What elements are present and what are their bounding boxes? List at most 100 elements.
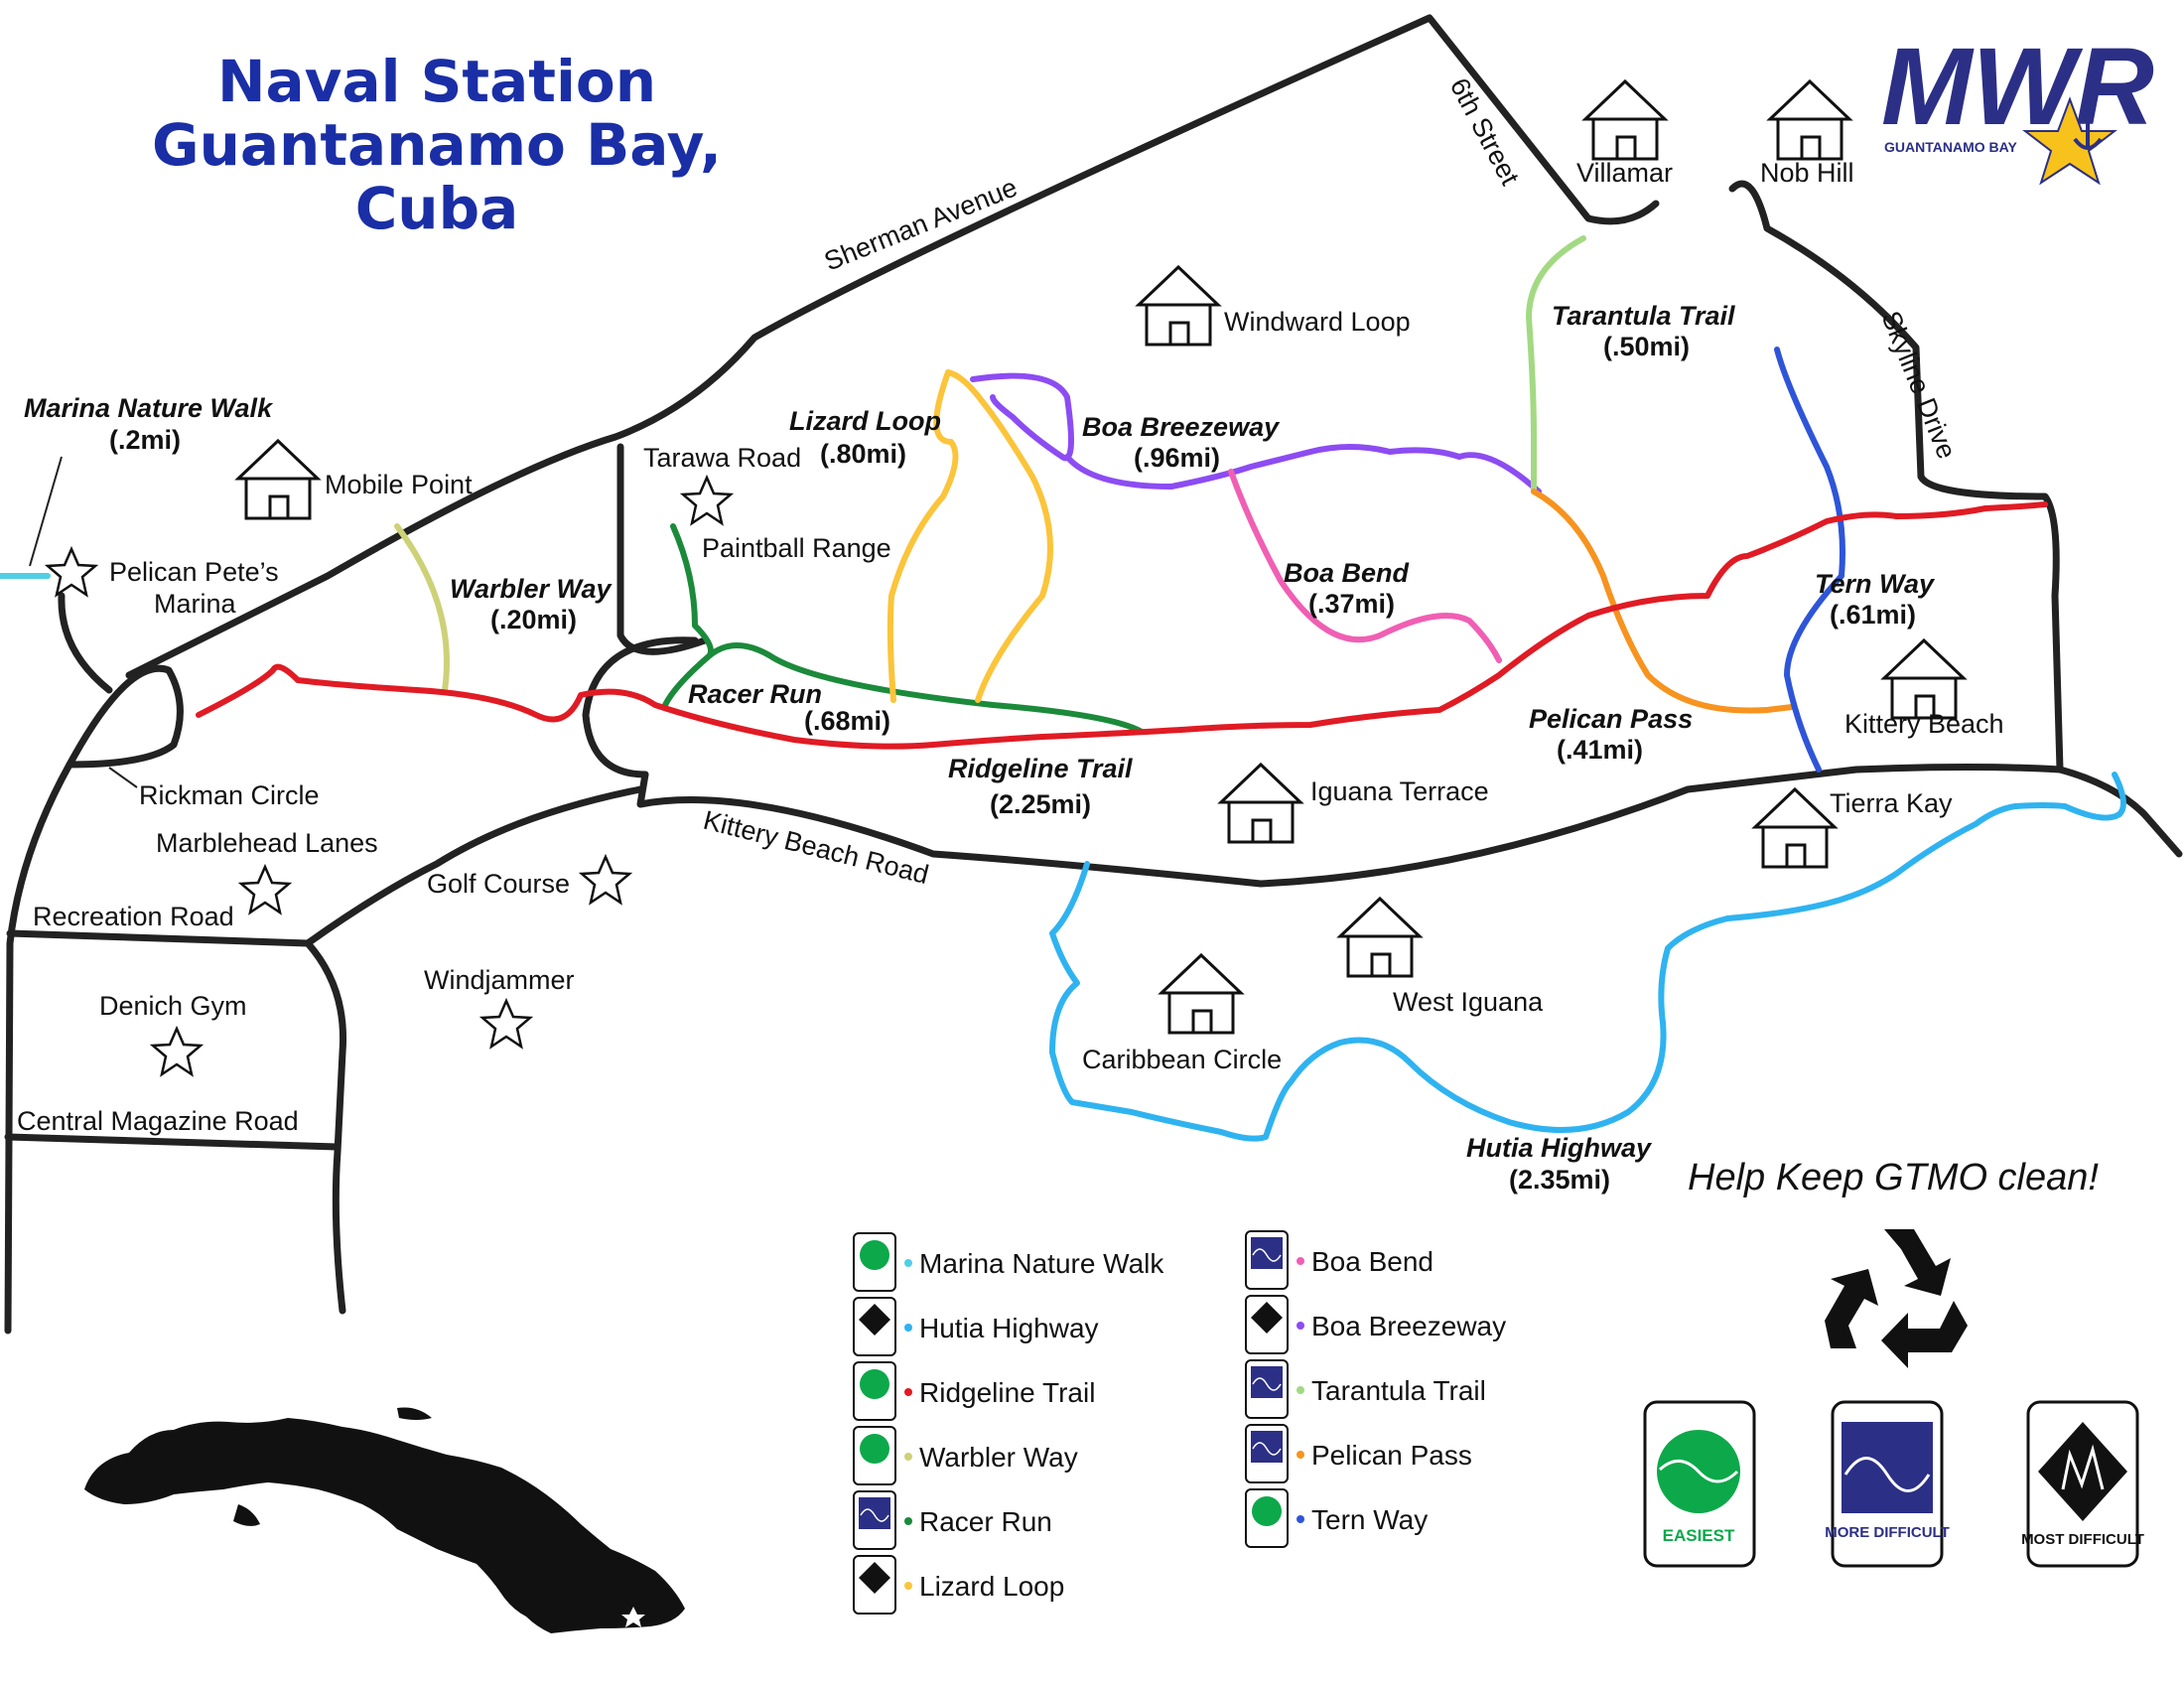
difficulty-label-more: MORE DIFFICULT	[1825, 1524, 1950, 1541]
trail-line-tarantula	[1526, 235, 1586, 494]
place-windjammer[interactable]: Windjammer	[424, 965, 575, 1049]
legend-swatch	[904, 1324, 912, 1332]
place-pelican-petes[interactable]: Pelican Pete’s Marina	[46, 547, 279, 619]
trail-line-warbler	[394, 523, 450, 693]
road-pelican-petes	[58, 592, 113, 694]
legend-label: Racer Run	[919, 1506, 1052, 1537]
house-icon	[1160, 953, 1243, 1035]
place-paintball-range[interactable]: Paintball Range	[681, 476, 891, 563]
legend-label: Boa Breezeway	[1311, 1311, 1506, 1341]
road-nob-hill	[1728, 180, 2064, 774]
housing-caribbean-circle[interactable]: Caribbean Circle	[1082, 953, 1282, 1074]
legend-item-boabend[interactable]: Boa Bend	[1245, 1230, 1433, 1290]
trail-label-marina[interactable]: Marina Nature Walk (.2mi)	[24, 393, 274, 567]
trail-line-pelican	[1531, 489, 1795, 714]
trail-line-racer	[670, 523, 1145, 735]
legend-swatch	[904, 1388, 912, 1396]
legend-swatch	[1297, 1451, 1304, 1459]
legend-item-ridgeline[interactable]: Ridgeline Trail	[853, 1361, 1095, 1421]
difficulty-legend: EASIEST MORE DIFFICULT MOST DIFFICULT	[1643, 1400, 2144, 1568]
legend-difficulty-badge	[853, 1232, 896, 1292]
place-golf-course[interactable]: Golf Course	[427, 855, 631, 905]
easiest-icon	[1252, 1496, 1282, 1526]
housing-kittery-beach[interactable]: Kittery Beach	[1844, 638, 2004, 739]
place-marblehead-lanes[interactable]: Marblehead Lanes	[156, 828, 378, 914]
legend-difficulty-badge	[1245, 1488, 1289, 1548]
legend-label: Marina Nature Walk	[919, 1248, 1164, 1279]
trail-length: (.41mi)	[1557, 735, 1643, 765]
trail-label-pointer	[29, 456, 63, 567]
trail-label-warbler[interactable]: Warbler Way (.20mi)	[450, 574, 614, 634]
trail-label-tarantula[interactable]: Tarantula Trail (.50mi)	[1552, 301, 1735, 361]
housing-label-villamar: Villamar	[1576, 158, 1673, 188]
trail-name: Warbler Way	[450, 574, 614, 604]
road-label-rickman-circle: Rickman Circle	[139, 780, 320, 810]
road-recreation	[6, 785, 644, 947]
trail-name: Pelican Pass	[1529, 704, 1693, 734]
road-label-central-magazine: Central Magazine Road	[17, 1106, 299, 1136]
legend-difficulty-badge	[1245, 1424, 1289, 1483]
trail-label-racer[interactable]: Racer Run (.68mi)	[688, 679, 890, 736]
recycle-icon	[1825, 1229, 1968, 1368]
legend-item-tern[interactable]: Tern Way	[1245, 1488, 1428, 1548]
housing-iguana-terrace[interactable]: Iguana Terrace	[1219, 763, 1489, 844]
trail-length: (.80mi)	[820, 439, 906, 469]
page-title: Naval Station Guantanamo Bay, Cuba	[89, 50, 784, 240]
place-label-pelican-petes-2: Marina	[154, 589, 237, 619]
legend-item-marina[interactable]: Marina Nature Walk	[853, 1232, 1164, 1292]
trail-label-boabreeze[interactable]: Boa Breezeway (.96mi)	[1082, 412, 1281, 473]
house-icon	[1882, 638, 1966, 720]
housing-nob-hill[interactable]: Nob Hill	[1760, 79, 1854, 188]
housing-villamar[interactable]: Villamar	[1576, 79, 1673, 188]
difficulty-easiest: EASIEST	[1643, 1400, 1756, 1568]
trail-label-hutia[interactable]: Hutia Highway (2.35mi)	[1466, 1133, 1653, 1195]
more-difficult-icon	[1251, 1366, 1283, 1398]
legend-swatch	[1297, 1257, 1304, 1265]
legend-item-racer[interactable]: Racer Run	[853, 1490, 1052, 1550]
more-difficult-icon	[1842, 1422, 1933, 1513]
housing-label-mobile-point: Mobile Point	[325, 470, 473, 499]
legend-difficulty-badge	[853, 1426, 896, 1485]
house-icon	[236, 439, 320, 520]
housing-label-iguana-terrace: Iguana Terrace	[1310, 776, 1489, 806]
road-loop-west	[582, 636, 699, 778]
star-icon	[239, 865, 291, 914]
most-difficult-icon	[2038, 1422, 2127, 1521]
trail-label-lizard[interactable]: Lizard Loop (.80mi)	[789, 406, 941, 469]
trail-label-boabend[interactable]: Boa Bend (.37mi)	[1284, 558, 1410, 619]
trail-label-ridgeline[interactable]: Ridgeline Trail (2.25mi)	[948, 754, 1133, 819]
housing-mobile-point[interactable]: Mobile Point	[236, 439, 473, 520]
more-difficult-icon	[1251, 1237, 1283, 1269]
trail-label-tern[interactable]: Tern Way (.61mi)	[1815, 569, 1936, 630]
trail-line-boabend	[1228, 469, 1502, 663]
housing-label-windward-loop: Windward Loop	[1224, 307, 1411, 337]
housing-windward-loop[interactable]: Windward Loop	[1137, 265, 1411, 347]
legend-label: Warbler Way	[919, 1442, 1078, 1473]
housing-label-west-iguana: West Iguana	[1393, 987, 1544, 1017]
legend-item-tarantula[interactable]: Tarantula Trail	[1245, 1359, 1486, 1419]
housing-tierra-kay[interactable]: Tierra Kay	[1753, 787, 1953, 869]
trail-length: (.50mi)	[1603, 332, 1690, 361]
place-denich-gym[interactable]: Denich Gym	[99, 991, 247, 1076]
trail-line-tern	[1774, 347, 1845, 773]
trail-length: (2.35mi)	[1509, 1165, 1610, 1195]
trail-line-ridgeline	[196, 501, 2048, 750]
legend-difficulty-badge	[853, 1555, 896, 1615]
easiest-icon	[860, 1240, 889, 1270]
legend-item-hutia[interactable]: Hutia Highway	[853, 1297, 1099, 1356]
difficulty-more: MORE DIFFICULT	[1825, 1400, 1950, 1568]
legend-item-boabreeze[interactable]: Boa Breezeway	[1245, 1295, 1506, 1354]
legend-item-lizard[interactable]: Lizard Loop	[853, 1555, 1064, 1615]
legend-item-pelican[interactable]: Pelican Pass	[1245, 1424, 1472, 1483]
housing-label-kittery-beach: Kittery Beach	[1844, 709, 2004, 739]
housing-west-iguana[interactable]: West Iguana	[1338, 897, 1544, 1017]
roads	[4, 14, 2183, 1335]
legend-item-warbler[interactable]: Warbler Way	[853, 1426, 1078, 1485]
star-icon	[46, 547, 97, 597]
star-icon	[480, 999, 532, 1049]
trail-label-pelican[interactable]: Pelican Pass (.41mi)	[1529, 704, 1693, 765]
place-label-pelican-petes-1: Pelican Pete’s	[109, 557, 279, 587]
cuba-map-icon	[84, 1407, 685, 1633]
most-difficult-icon	[1251, 1302, 1283, 1334]
